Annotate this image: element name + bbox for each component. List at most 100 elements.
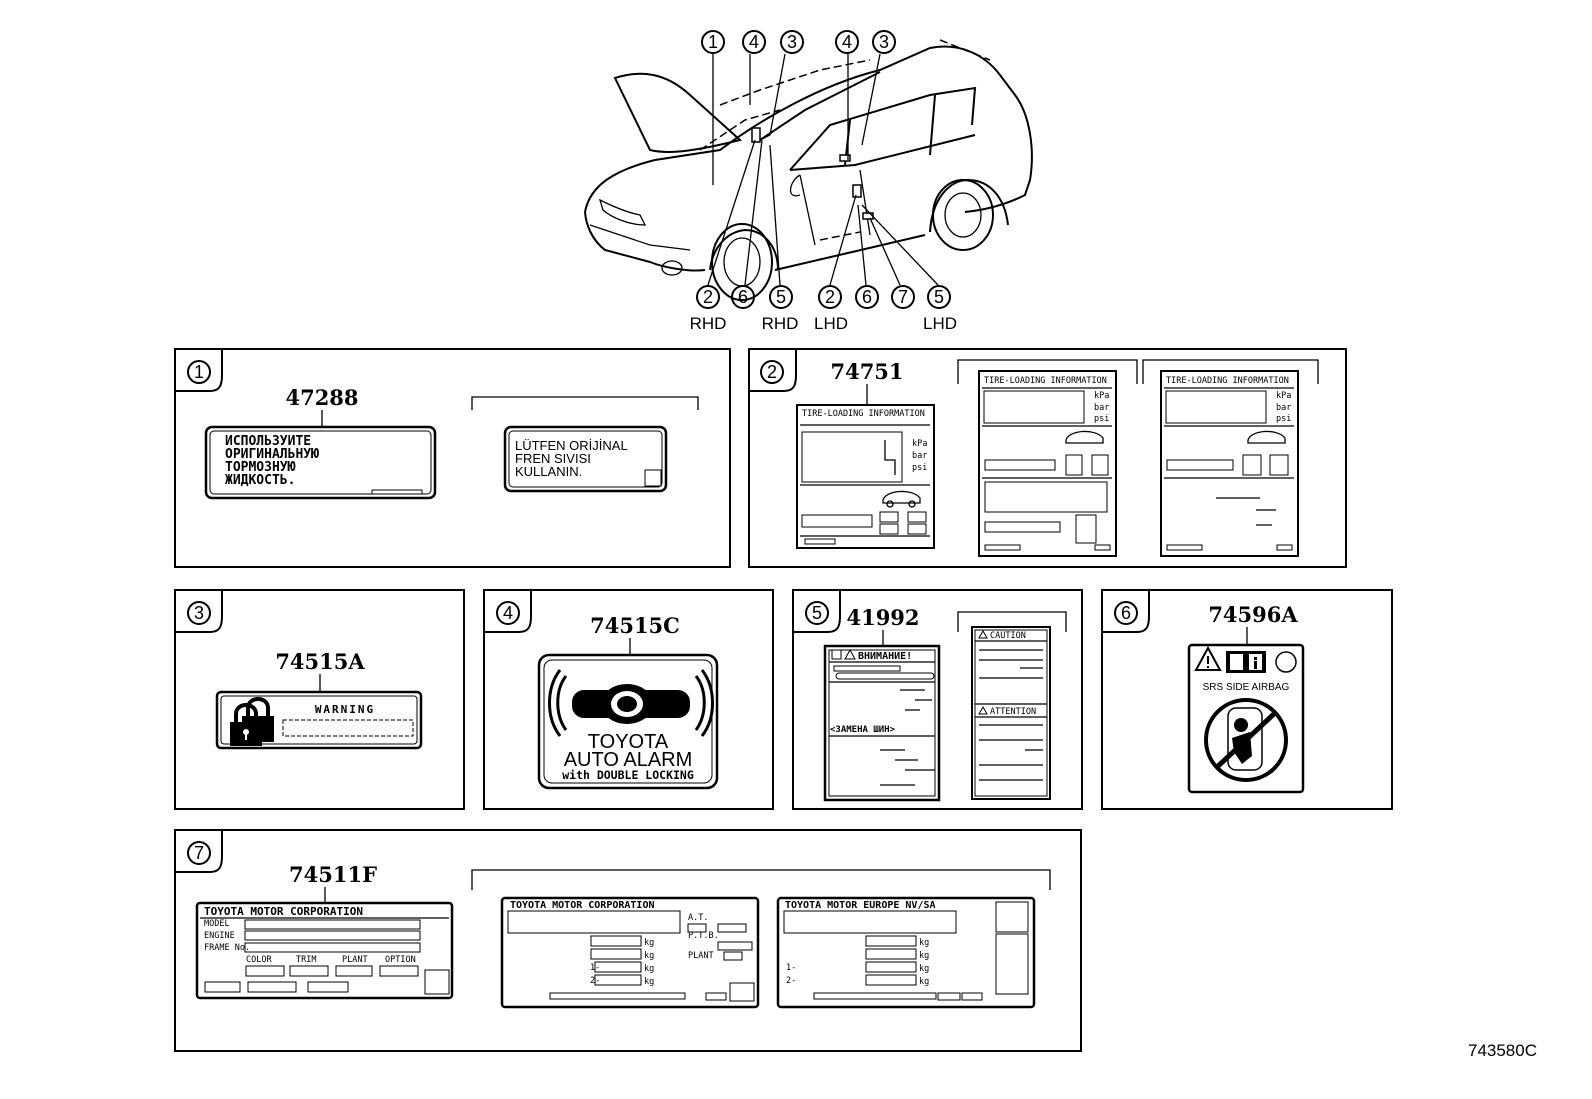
- label-47288-line2: ОРИГИНАЛЬНУЮ: [225, 447, 319, 462]
- panel-3: 3 74515A WARNING: [174, 589, 465, 810]
- panel-4: 4 74515C TOYOTA AUTO ALARM with DOUBLE L…: [483, 589, 774, 810]
- svg-text:MODEL: MODEL: [204, 919, 230, 929]
- tire-label-c: TIRE-LOADING INFORMATION kPa bar psi: [1160, 370, 1299, 557]
- svg-text:kPa: kPa: [912, 439, 927, 449]
- panel-6: 6 74596A SRS SIDE AIRBAG: [1101, 589, 1393, 810]
- callout-6-lhd: 6: [855, 285, 879, 309]
- caution-ru: ВНИМАНИЕ!: [858, 651, 912, 662]
- svg-text:ENGINE: ENGINE: [204, 931, 235, 941]
- panel-3-index: 3: [194, 603, 204, 623]
- id-plate-b: TOYOTA MOTOR CORPORATION A.T. P.T.B. PLA…: [500, 896, 760, 1009]
- no-child-seat-icon: [1204, 698, 1288, 782]
- leader-lines: [707, 53, 939, 286]
- car-callouts-top: 1 4 3 4 3: [701, 30, 896, 54]
- panel-5-index: 5: [812, 603, 822, 623]
- alarm-line1: TOYOTA: [588, 731, 669, 753]
- callout-7-lhd: 7: [891, 285, 915, 309]
- label-tr-line3: KULLANIN.: [515, 464, 582, 479]
- callout-5-lhd: 5: [927, 285, 951, 309]
- callout-4-top: 4: [742, 30, 766, 54]
- svg-text:PLANT: PLANT: [342, 955, 368, 965]
- svg-text:FRAME No.: FRAME No.: [204, 943, 250, 953]
- callout-3-top: 3: [780, 30, 804, 54]
- tire-label-a: TIRE-LOADING INFORMATION kPa bar psi: [796, 404, 935, 549]
- part-number-47288: 47288: [285, 385, 358, 410]
- svg-text:TIRE-LOADING INFORMATION: TIRE-LOADING INFORMATION: [984, 376, 1107, 386]
- svg-text:TIRE-LOADING INFORMATION: TIRE-LOADING INFORMATION: [1166, 376, 1289, 386]
- svg-text:bar: bar: [912, 451, 927, 461]
- alarm-line3: with DOUBLE LOCKING: [562, 768, 694, 782]
- label-47288-line1: ИСПОЛЬЗУИТЕ: [225, 434, 311, 449]
- svg-text:4: 4: [842, 32, 852, 52]
- svg-text:psi: psi: [1276, 414, 1291, 424]
- panel-6-index: 6: [1121, 603, 1131, 623]
- svg-text:2-: 2-: [590, 976, 600, 986]
- circle-icon: [1275, 651, 1297, 673]
- svg-text:TIRE-LOADING INFORMATION: TIRE-LOADING INFORMATION: [802, 409, 925, 419]
- srs-caption: SRS SIDE AIRBAG: [1203, 682, 1290, 693]
- svg-text:TOYOTA MOTOR EUROPE NV/S: TOYOTA MOTOR EUROPE NV/SA: [785, 900, 936, 911]
- svg-text:4: 4: [749, 32, 759, 52]
- svg-text:kg: kg: [919, 964, 929, 974]
- panel-2: 2 74751 TIRE-LOADING INFORMATION kPa bar…: [748, 348, 1347, 568]
- vehicle-illustration: [584, 39, 1033, 301]
- svg-text:5: 5: [776, 287, 786, 307]
- svg-text:2: 2: [825, 287, 835, 307]
- alarm-car-icon: [548, 669, 714, 737]
- label-47288-line3: ТОРМОЗНУЮ: [225, 460, 296, 475]
- svg-text:P.T.B.: P.T.B.: [688, 931, 719, 941]
- svg-text:2-: 2-: [786, 976, 796, 986]
- svg-text:TRIM: TRIM: [296, 955, 316, 965]
- car-callouts-bottom: 2 6 5 2 6 7 5 RHD RHD LHD LHD: [690, 285, 957, 333]
- svg-text:1: 1: [708, 32, 718, 52]
- label-lhd-2: LHD: [923, 314, 957, 333]
- svg-text:TOYOTA MOTOR CORPORATION: TOYOTA MOTOR CORPORATION: [204, 905, 363, 918]
- part-number-74515A: 74515A: [275, 649, 365, 674]
- svg-text:kg: kg: [919, 977, 929, 987]
- svg-text:PLANT: PLANT: [688, 951, 714, 961]
- svg-text:1-: 1-: [786, 963, 796, 973]
- warning-text: WARNING: [315, 703, 375, 716]
- tire-change-ru: <ЗАМЕНА ШИН>: [830, 725, 896, 735]
- svg-text:6: 6: [862, 287, 872, 307]
- svg-text:kg: kg: [644, 951, 654, 961]
- svg-text:kg: kg: [644, 938, 654, 948]
- part-number-74596A: 74596A: [1208, 602, 1298, 627]
- part-number-41992: 41992: [846, 605, 919, 630]
- label-rhd-1: RHD: [690, 314, 727, 333]
- label-rhd-2: RHD: [762, 314, 799, 333]
- svg-text:A.T.: A.T.: [688, 913, 708, 923]
- svg-text:COLOR: COLOR: [246, 955, 272, 965]
- svg-text:bar: bar: [1094, 403, 1109, 413]
- callout-6-rhd: 6: [731, 285, 755, 309]
- drawing-number: 743580C: [1468, 1041, 1537, 1060]
- svg-text:5: 5: [934, 287, 944, 307]
- caution-en: CAUTION: [990, 631, 1026, 641]
- panel-7: 7 74511F TOYOTA MOTOR CORPORATION MODEL …: [174, 829, 1082, 1052]
- svg-text:kPa: kPa: [1094, 391, 1109, 401]
- manual-book-icon: [1226, 651, 1266, 673]
- part-number-74751: 74751: [830, 359, 903, 384]
- svg-text:3: 3: [787, 32, 797, 52]
- warning-triangle-icon: [1194, 645, 1222, 671]
- alarm-line2: AUTO ALARM: [564, 749, 693, 771]
- callout-4-top-b: 4: [835, 30, 859, 54]
- svg-text:TOYOTA MOTOR CORPORATION: TOYOTA MOTOR CORPORATION: [510, 900, 655, 911]
- id-plate-a: TOYOTA MOTOR CORPORATION MODEL ENGINE FR…: [195, 901, 454, 1000]
- svg-text:psi: psi: [912, 463, 927, 473]
- part-number-74511F: 74511F: [289, 862, 377, 887]
- svg-text:kg: kg: [919, 951, 929, 961]
- label-tr-line1: LÜTFEN ORİJİNAL: [515, 438, 628, 453]
- panel-5: 5 41992 ВНИМАНИЕ! <ЗАМЕНА ШИН> CAUTION A…: [792, 589, 1083, 810]
- svg-text:7: 7: [898, 287, 908, 307]
- svg-text:1-: 1-: [590, 963, 600, 973]
- svg-text:OPTION: OPTION: [385, 955, 416, 965]
- panel-1-index: 1: [194, 362, 204, 382]
- callout-2-rhd: 2: [696, 285, 720, 309]
- callout-5-rhd: 5: [769, 285, 793, 309]
- attention-fr: ATTENTION: [990, 707, 1036, 717]
- callout-2-lhd: 2: [818, 285, 842, 309]
- callout-1-top: 1: [701, 30, 725, 54]
- svg-text:3: 3: [879, 32, 889, 52]
